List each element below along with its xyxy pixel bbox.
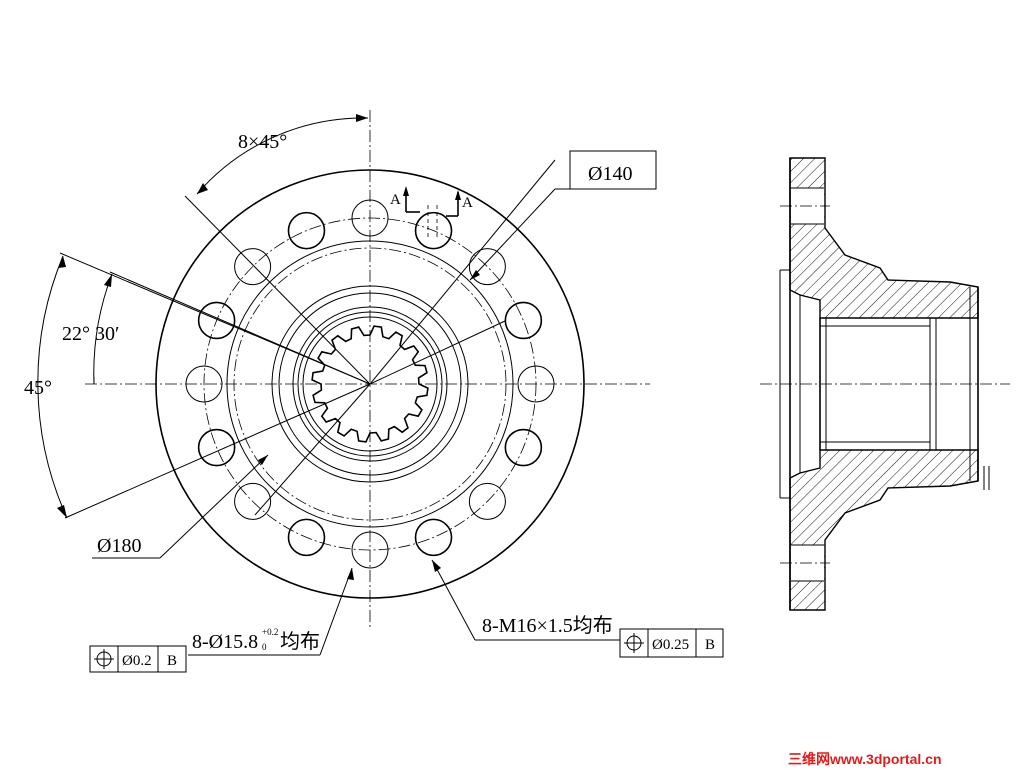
tol-left-datum: B <box>167 653 177 669</box>
label-22-30: 22° 30′ <box>62 323 119 345</box>
hub-ring-2 <box>292 306 448 462</box>
bolt-circle-large <box>203 217 537 551</box>
label-8x45: 8×45° <box>238 131 287 153</box>
threaded-hole <box>234 482 272 520</box>
hub-ring-1 <box>278 292 462 476</box>
label-thread: 8-M16×1.5均布 <box>482 614 613 637</box>
angle-ray-1 <box>184 195 371 385</box>
threaded-hole <box>468 248 506 286</box>
bolt-holes-8-dia-15-8 <box>197 211 543 557</box>
tolerance-frame-right: Ø0.25 B <box>619 628 724 658</box>
bolt-hole <box>287 518 326 557</box>
bolt-hole <box>504 301 543 340</box>
hub-ring-3 <box>297 311 443 457</box>
tolerance-frame-left: Ø0.2 B <box>89 645 187 673</box>
label-holes-suffix: 均布 <box>280 630 320 653</box>
label-pcd-small: Ø140 <box>588 163 632 185</box>
section-mark-left: A <box>390 192 401 208</box>
section-view <box>760 157 1010 611</box>
threaded-hole <box>351 199 389 237</box>
label-45: 45° <box>24 377 52 399</box>
threaded-hole <box>517 365 555 403</box>
threaded-hole <box>468 482 506 520</box>
tol-left-value: Ø0.2 <box>122 653 152 669</box>
flange-outer-circle <box>155 169 585 599</box>
tol-right-datum: B <box>705 637 715 653</box>
bolt-circle-small <box>233 247 507 521</box>
label-pcd-large: Ø180 <box>97 535 141 557</box>
bolt-hole <box>504 428 543 467</box>
hub-ring-4 <box>302 316 438 452</box>
angle-ray-5 <box>64 383 371 519</box>
bolt-hole <box>197 428 236 467</box>
hub-outer-circle <box>271 285 469 483</box>
watermark-text: 三维网www.3dportal.cn <box>788 751 942 767</box>
angle-ray-6 <box>369 320 506 385</box>
hub-step-circle <box>226 240 514 528</box>
dim-arc-8x45 <box>196 117 369 195</box>
bolt-hole <box>414 518 453 557</box>
bolt-hole <box>414 211 453 250</box>
bolt-hole <box>197 301 236 340</box>
bolt-hole <box>287 211 326 250</box>
front-view: 8×45° 22° 30′ 45° Ø140 Ø180 A A <box>24 110 724 673</box>
threaded-holes-8-m16 <box>185 199 555 569</box>
angle-ray-7 <box>254 383 371 516</box>
label-holes-prefix: 8-Ø15.8 <box>192 631 258 653</box>
dim-arc-45 <box>37 255 68 519</box>
threaded-hole <box>351 531 389 569</box>
tol-right-value: Ø0.25 <box>652 637 689 653</box>
angle-ray-2 <box>369 159 556 385</box>
spline-bore <box>311 325 429 443</box>
threaded-hole <box>234 248 272 286</box>
angle-ray-4 <box>109 271 371 385</box>
label-holes-tol-upper: +0.2 <box>262 627 278 637</box>
threaded-hole <box>185 365 223 403</box>
section-mark-right: A <box>462 195 473 211</box>
label-holes-tol-lower: 0 <box>262 642 267 652</box>
